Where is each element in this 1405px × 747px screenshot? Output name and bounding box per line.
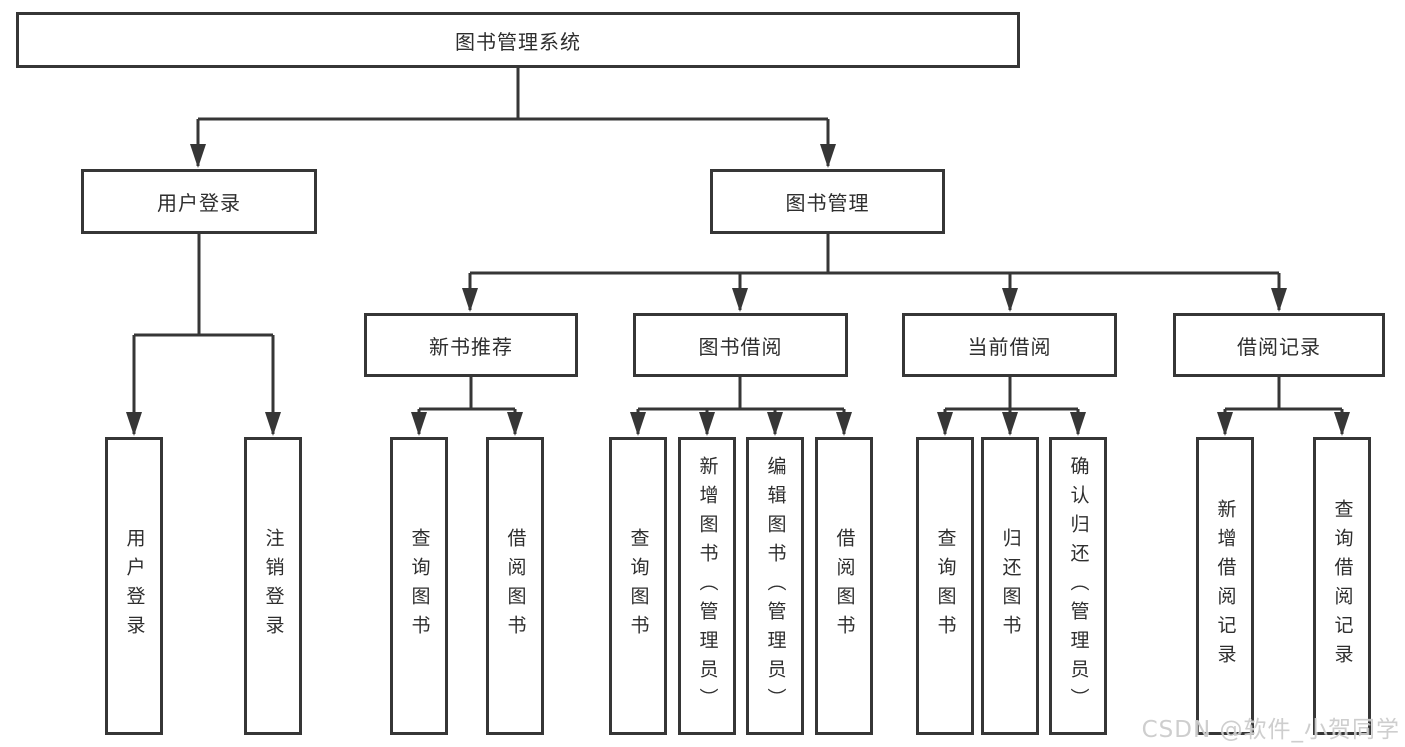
node-label: 借阅图书	[833, 528, 856, 644]
node-add-books-admin: 新增图书（管理员）	[678, 437, 736, 735]
arrowhead-icons	[126, 144, 1350, 436]
node-label: 借阅记录	[1237, 334, 1321, 359]
node-book-borrowing: 图书借阅	[633, 313, 848, 377]
csdn-watermark: CSDN @软件_小贺同学	[1141, 717, 1400, 743]
node-edit-books-admin: 编辑图书（管理员）	[746, 437, 804, 735]
node-label: 图书管理	[785, 191, 870, 215]
node-label: 新增图书（管理员）	[696, 455, 719, 717]
node-label: 查询借阅记录	[1331, 499, 1354, 673]
node-label: 查询图书	[627, 528, 650, 644]
node-root-label: 图书管理系统	[455, 29, 581, 54]
node-borrow-books-recommend: 借阅图书	[486, 437, 544, 735]
node-query-books-recommend: 查询图书	[390, 437, 448, 735]
node-label: 新书推荐	[429, 334, 513, 359]
node-label: 用户登录	[157, 191, 241, 215]
node-root: 图书管理系统	[16, 12, 1020, 68]
node-label: 借阅图书	[504, 528, 527, 644]
node-label: 查询图书	[408, 528, 431, 644]
node-label: 用户登录	[123, 528, 146, 644]
node-borrow-books: 借阅图书	[815, 437, 873, 735]
node-label: 查询图书	[934, 528, 957, 644]
node-user-login-leaf: 用户登录	[105, 437, 163, 735]
node-borrowing-records: 借阅记录	[1173, 313, 1385, 377]
node-label: 新增借阅记录	[1214, 499, 1237, 673]
node-query-books-current: 查询图书	[916, 437, 974, 735]
node-add-borrow-record: 新增借阅记录	[1196, 437, 1254, 735]
node-book-management: 图书管理	[710, 169, 945, 234]
node-logout: 注销登录	[244, 437, 302, 735]
node-label: 归还图书	[999, 528, 1022, 644]
node-return-books: 归还图书	[981, 437, 1039, 735]
node-label: 编辑图书（管理员）	[764, 455, 787, 717]
node-query-books-borrowing: 查询图书	[609, 437, 667, 735]
node-label: 图书借阅	[698, 334, 783, 359]
node-current-borrowing: 当前借阅	[902, 313, 1117, 377]
node-new-book-recommend: 新书推荐	[364, 313, 578, 377]
node-user-login-branch: 用户登录	[81, 169, 317, 234]
node-label: 当前借阅	[967, 334, 1052, 359]
tree-edges	[132, 68, 1344, 434]
node-label: 注销登录	[262, 528, 285, 644]
node-confirm-return-admin: 确认归还（管理员）	[1049, 437, 1107, 735]
node-label: 确认归还（管理员）	[1067, 455, 1090, 717]
node-query-borrow-record: 查询借阅记录	[1313, 437, 1371, 735]
